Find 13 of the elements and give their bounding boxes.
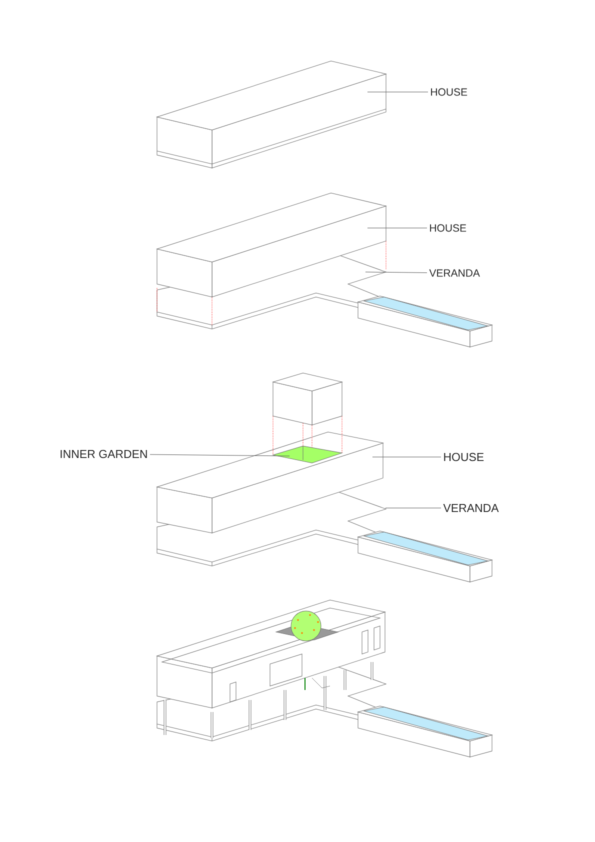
label: HOUSE [444,452,484,462]
garden-patch [272,446,342,464]
label: HOUSE [430,224,466,232]
house-block [156,432,384,534]
leader-line [372,456,442,458]
house-block [156,60,386,168]
label: HOUSE [431,88,468,96]
leader-line [365,272,428,273]
label: INNER GARDEN [60,450,147,458]
leader-line [150,454,290,456]
house-block [156,192,386,326]
label: VERANDA [429,269,480,277]
label: VERANDA [443,504,499,512]
